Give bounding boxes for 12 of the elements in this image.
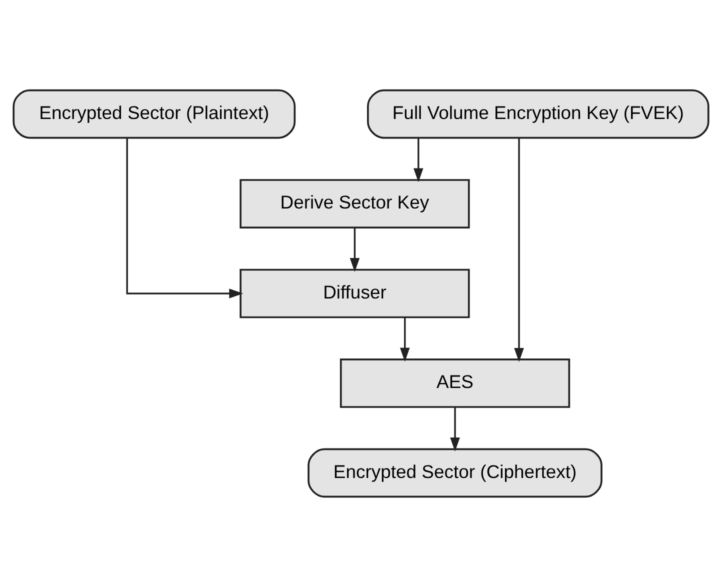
node-box: Encrypted Sector (Ciphertext) bbox=[308, 448, 602, 498]
node-box: Encrypted Sector (Plaintext) bbox=[12, 89, 296, 139]
arrow bbox=[450, 407, 460, 452]
arrow bbox=[400, 318, 410, 362]
node-box: Full Volume Encryption Key (FVEK) bbox=[367, 89, 710, 139]
arrow bbox=[514, 138, 524, 362]
node-box: AES bbox=[340, 358, 570, 408]
node-box: Diffuser bbox=[240, 268, 470, 318]
arrow bbox=[126, 138, 244, 298]
arrow bbox=[350, 228, 360, 272]
arrow bbox=[414, 138, 424, 182]
node-box: Derive Sector Key bbox=[240, 179, 470, 228]
